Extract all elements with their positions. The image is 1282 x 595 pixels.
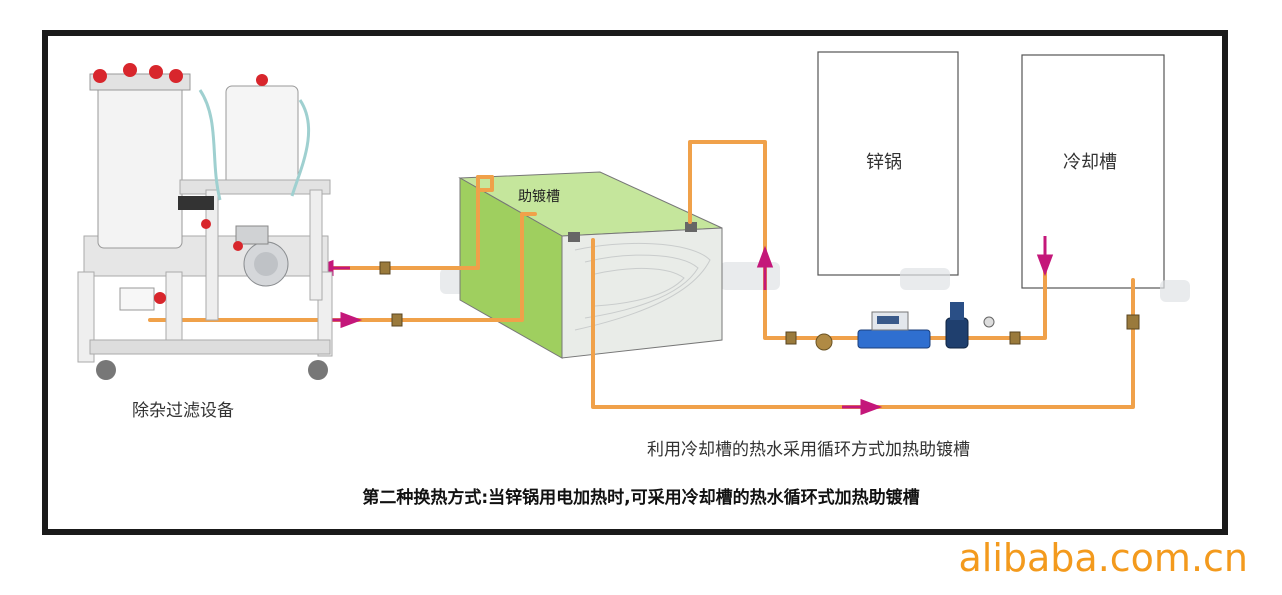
pipe-hot-water-loop: [688, 140, 1047, 340]
diagram-caption: 第二种换热方式:当锌锅用电加热时,可采用冷却槽的热水循环式加热助镀槽: [362, 488, 920, 508]
valve: [785, 331, 797, 345]
pipe-inner-flux: [476, 175, 494, 192]
cooling-tank-label: 冷却槽: [1063, 152, 1117, 173]
flow-meter-body: [857, 329, 931, 349]
valves: [379, 261, 1140, 345]
flux-tank-label: 助镀槽: [518, 189, 560, 205]
alibaba-watermark: alibaba.com.cn: [958, 536, 1248, 580]
arrow-down-cooling: [1036, 236, 1054, 277]
arrow-right-bottom: [842, 398, 883, 416]
valve: [1009, 331, 1021, 345]
flow-meter-display: [877, 316, 899, 324]
zinc-pot-box: [817, 51, 959, 276]
loop-equipment: [815, 302, 995, 351]
pump-motor: [950, 302, 964, 320]
zinc-pot-label: 锌锅: [866, 152, 902, 173]
wheel: [96, 360, 116, 380]
wheel: [308, 360, 328, 380]
arrow-up-loop: [756, 245, 774, 290]
flux-tank: [458, 171, 723, 359]
pump-body: [945, 317, 969, 349]
gauge: [983, 316, 995, 328]
description-label: 利用冷却槽的热水采用循环方式加热助镀槽: [647, 440, 970, 460]
strainer: [815, 333, 833, 351]
valve: [379, 261, 391, 275]
filter-equipment: [77, 63, 333, 380]
valve: [1126, 314, 1140, 330]
filter-canister: [97, 81, 183, 249]
filter-tank: [225, 85, 299, 187]
valve: [391, 313, 403, 327]
pipe-filter-return: [268, 175, 494, 270]
filter-equipment-label: 除杂过滤设备: [132, 401, 234, 421]
